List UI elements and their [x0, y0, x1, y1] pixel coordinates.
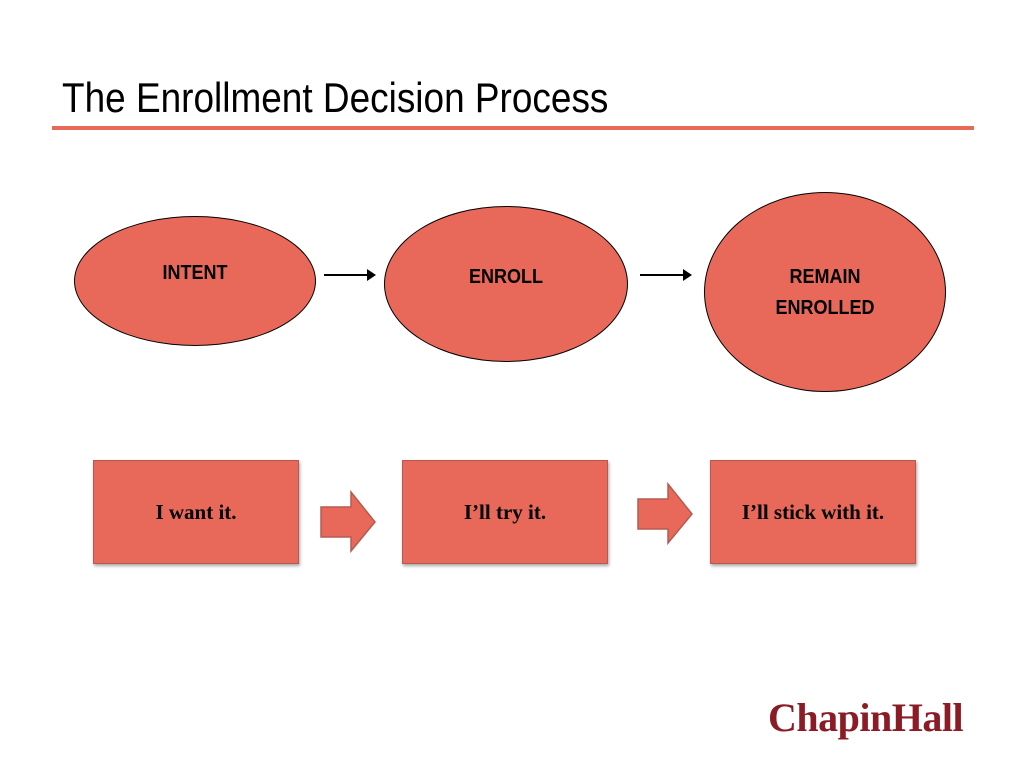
- block-arrow-1-icon: [320, 490, 376, 554]
- intent-ellipse: [74, 216, 316, 346]
- want-it-box: I want it.: [93, 460, 299, 564]
- enroll-to-remain-arrow: [640, 269, 692, 281]
- chapin-hall-logo: ChapinHall: [768, 695, 964, 740]
- want-it-label: I want it.: [155, 499, 237, 524]
- try-it-box: I’ll try it.: [402, 460, 608, 564]
- stick-with-it-box: I’ll stick with it.: [710, 460, 916, 564]
- enroll-label: ENROLL: [469, 266, 543, 288]
- remain-label-line2: ENROLLED: [775, 297, 875, 319]
- remain-enrolled-ellipse: [704, 192, 946, 392]
- title-divider: [52, 126, 974, 130]
- slide-title: The Enrollment Decision Process: [62, 74, 609, 121]
- block-arrow-2-icon: [637, 482, 693, 546]
- enroll-ellipse: [384, 206, 628, 362]
- stick-with-it-label: I’ll stick with it.: [741, 499, 885, 524]
- remain-label-line1: REMAIN: [789, 266, 861, 288]
- try-it-label: I’ll try it.: [463, 499, 547, 524]
- intent-label: INTENT: [162, 262, 228, 284]
- intent-to-enroll-arrow: [324, 269, 376, 281]
